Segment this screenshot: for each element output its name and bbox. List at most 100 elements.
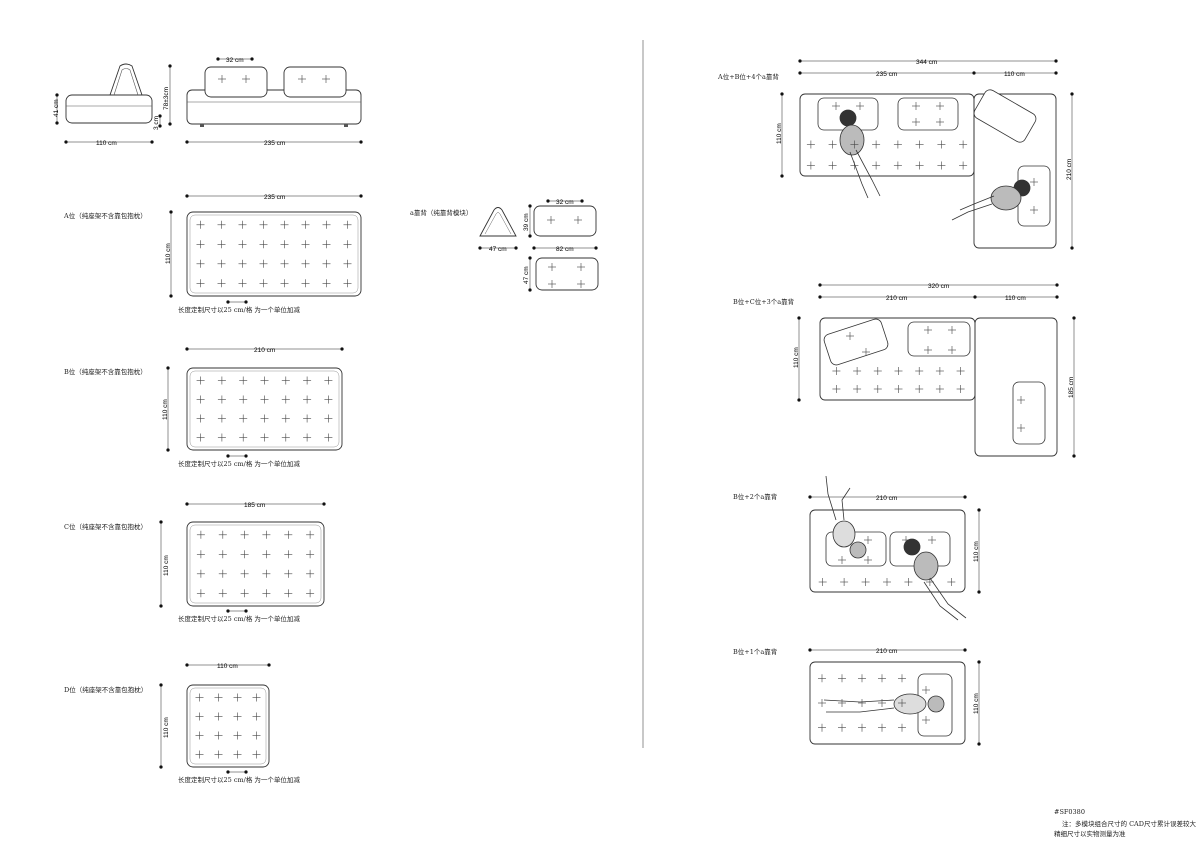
combo-3-dims bbox=[808, 495, 981, 594]
tuft-mark bbox=[857, 723, 867, 733]
tuft-mark bbox=[259, 240, 268, 249]
tuft-mark bbox=[238, 259, 247, 269]
tuft-mark bbox=[196, 549, 206, 559]
tuft-mark bbox=[324, 414, 333, 423]
combo-1-part2-dim: 110 cm bbox=[1004, 71, 1025, 78]
footer-line-2: 精细尺寸以实物测量为准 bbox=[1054, 830, 1126, 838]
tuft-mark bbox=[914, 366, 924, 376]
tuft-mark bbox=[302, 395, 312, 404]
combo-1-plan bbox=[799, 89, 1057, 249]
tuft-mark bbox=[240, 549, 249, 559]
tuft-mark bbox=[260, 395, 269, 404]
tuft-mark bbox=[217, 220, 226, 230]
tuft-mark bbox=[280, 220, 289, 230]
module-b-dims bbox=[166, 347, 344, 458]
tuft-mark bbox=[233, 712, 242, 721]
combo-1-right-dim: 210 cm bbox=[1066, 159, 1073, 180]
tuft-mark bbox=[217, 376, 227, 385]
tuft-mark bbox=[946, 577, 956, 587]
module-a-note-prefix: 长度定制尺寸以 bbox=[178, 306, 224, 314]
combo-1-label: A位+B位+4个a靠背 bbox=[718, 73, 779, 81]
module-c-note-prefix: 长度定制尺寸以 bbox=[178, 615, 224, 623]
tuft-mark bbox=[217, 395, 227, 404]
tuft-mark bbox=[218, 588, 228, 598]
tuft-mark bbox=[217, 433, 227, 442]
tuft-mark bbox=[302, 376, 312, 385]
tuft-mark bbox=[214, 750, 223, 759]
tuft-mark bbox=[217, 240, 226, 249]
tuft-mark bbox=[196, 569, 206, 579]
module-a-label: A位（纯座架不含靠包抱枕） bbox=[64, 212, 147, 220]
combo-4-tufts bbox=[817, 673, 907, 733]
module-a-note-suffix: /格 为一个单位加减 bbox=[243, 306, 300, 314]
module-c-depth-dim: 110 cm bbox=[163, 555, 170, 576]
module-b-note: 长度定制尺寸以25 cm/格 为一个单位加减 bbox=[178, 458, 300, 468]
tuft-mark bbox=[322, 278, 331, 288]
tuft-mark bbox=[806, 140, 816, 149]
tuft-mark bbox=[283, 530, 293, 540]
tuft-mark bbox=[828, 161, 837, 170]
combo-1-person-seated bbox=[839, 109, 881, 199]
tuft-mark bbox=[897, 723, 907, 733]
side-height-dim: 41 cm bbox=[53, 99, 60, 117]
tuft-mark bbox=[238, 240, 247, 249]
tuft-mark bbox=[850, 161, 859, 170]
leg-height-dim: 3 cm bbox=[153, 116, 160, 130]
module-d-note-suffix: /格 为一个单位加减 bbox=[243, 776, 300, 784]
module-b-depth-dim: 110 cm bbox=[162, 399, 169, 420]
tuft-mark bbox=[195, 712, 204, 721]
tuft-mark bbox=[233, 693, 242, 702]
module-b-width-dim: 210 cm bbox=[254, 347, 275, 354]
tuft-mark bbox=[343, 278, 352, 288]
tuft-mark bbox=[935, 384, 945, 394]
tuft-mark bbox=[324, 433, 333, 442]
module-d-note-unit: 25 cm bbox=[223, 776, 244, 784]
tuft-mark bbox=[252, 731, 261, 740]
front-width-dim: 235 cm bbox=[264, 140, 285, 147]
tuft-mark bbox=[324, 395, 333, 404]
tuft-mark bbox=[305, 588, 315, 598]
tuft-mark bbox=[958, 161, 968, 170]
backrest-front-view bbox=[533, 205, 597, 237]
tuft-mark bbox=[195, 731, 204, 740]
module-d-label: D位（纯座架不含靠包抱枕） bbox=[64, 686, 148, 694]
module-a-tufts bbox=[196, 220, 352, 288]
module-d-note: 长度定制尺寸以25 cm/格 为一个单位加减 bbox=[178, 774, 300, 784]
module-a-note-unit: 25 cm bbox=[223, 306, 244, 314]
combo-2-plan bbox=[819, 317, 1058, 457]
tuft-mark bbox=[283, 569, 293, 579]
tuft-mark bbox=[322, 259, 331, 269]
combo-1-depth-dim: 110 cm bbox=[776, 123, 783, 144]
tuft-mark bbox=[301, 259, 310, 269]
tuft-mark bbox=[280, 278, 289, 288]
tuft-mark bbox=[238, 220, 247, 230]
module-b-tufts bbox=[196, 376, 333, 442]
tuft-mark bbox=[343, 220, 352, 230]
tuft-mark bbox=[195, 693, 204, 702]
tuft-mark bbox=[196, 376, 205, 385]
tuft-mark bbox=[871, 140, 881, 149]
backrest-top-dim: 32 cm bbox=[556, 199, 574, 206]
backrest-length-dim: 82 cm bbox=[556, 246, 574, 253]
tuft-mark bbox=[281, 395, 291, 404]
module-d-dims bbox=[159, 663, 271, 774]
tuft-mark bbox=[240, 530, 249, 540]
module-a-dims bbox=[169, 194, 363, 304]
tuft-mark bbox=[238, 395, 248, 404]
module-b-plan bbox=[186, 367, 343, 451]
tuft-mark bbox=[305, 530, 315, 540]
combo-2-label: B位+C位+3个a靠背 bbox=[733, 298, 795, 306]
tuft-mark bbox=[894, 384, 903, 394]
tuft-mark bbox=[196, 259, 205, 269]
footer-line-1: 注：多模块组合尺寸的 CAD尺寸累计误差较大 bbox=[1062, 820, 1196, 828]
tuft-mark bbox=[894, 366, 903, 376]
module-b-label: B位（纯座架不含靠包抱枕） bbox=[64, 368, 147, 376]
tuft-mark bbox=[262, 569, 271, 579]
tuft-mark bbox=[302, 433, 312, 442]
tuft-mark bbox=[914, 384, 924, 394]
combo-1-person-lounging bbox=[951, 179, 1031, 221]
tuft-mark bbox=[259, 220, 268, 230]
combo-2-dims bbox=[797, 283, 1076, 458]
tuft-mark bbox=[324, 376, 333, 385]
tuft-mark bbox=[196, 240, 205, 249]
